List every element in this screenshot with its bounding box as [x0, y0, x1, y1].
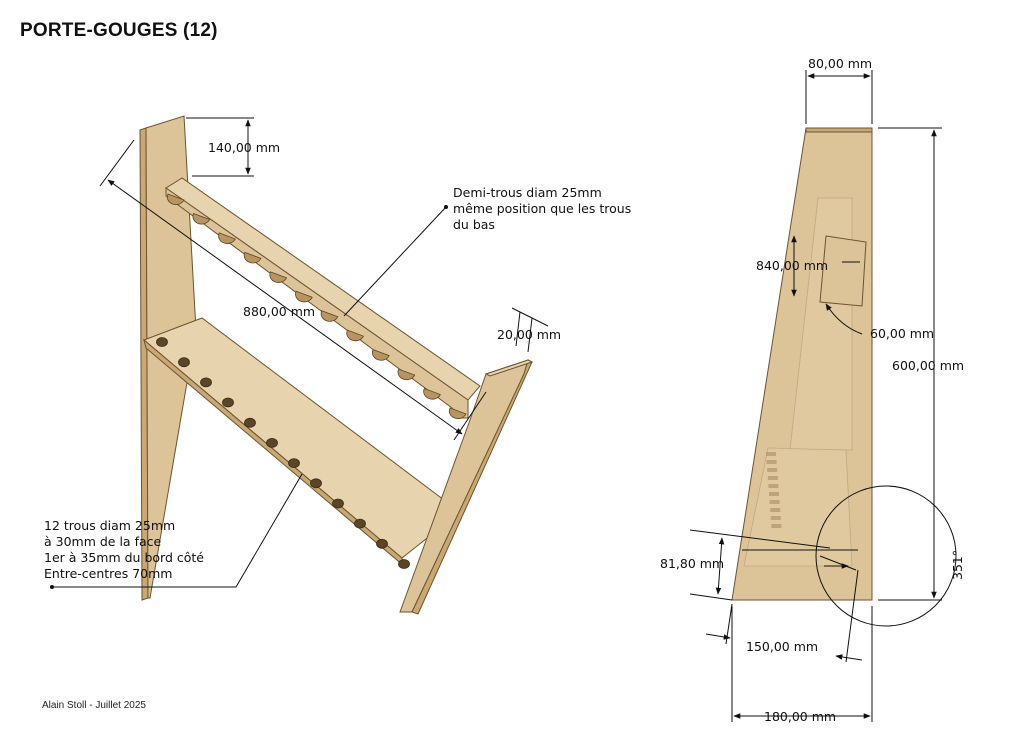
note-holes-line4: Entre-centres 70mm [44, 566, 172, 581]
dim-angle-label: 351° [950, 550, 965, 580]
angle-351: 351° [815, 485, 965, 627]
dim-840-label: 840,00 mm [756, 258, 828, 273]
dim-180: 180,00 mm [731, 606, 873, 724]
drawing-title: PORTE-GOUGES (12) [20, 20, 218, 41]
dim-600: 600,00 mm [878, 127, 964, 601]
ghost-hole [766, 460, 777, 464]
note-holes-line2: à 30mm de la face [44, 534, 162, 549]
dim-140-label: 140,00 mm [208, 140, 280, 155]
isometric-view: 140,00 mm 880,00 mm 20,00 mm Demi-trous … [44, 115, 631, 615]
bottom-hole [376, 538, 388, 549]
dim-81-80: 81,80 mm [660, 529, 831, 601]
ghost-holes [766, 452, 782, 528]
bottom-hole [398, 559, 410, 569]
note-holes: 12 trous diam 25mm à 30mm de la face 1er… [44, 473, 303, 589]
ghost-hole [769, 492, 779, 496]
rail-block [819, 235, 867, 307]
note-half-holes-line2: même position que les trous [453, 201, 631, 216]
note-holes-line3: 1er à 35mm du bord côté [44, 550, 204, 565]
bottom-hole [266, 437, 278, 448]
ghost-hole [771, 524, 782, 528]
note-holes-line1: 12 trous diam 25mm [44, 518, 175, 533]
dim-81-80-label: 81,80 mm [660, 556, 724, 571]
ghost-hole [767, 468, 778, 472]
note-half-holes: Demi-trous diam 25mm même position que l… [343, 185, 631, 317]
bottom-hole [310, 478, 322, 489]
dim-150: 150,00 mm [705, 569, 863, 663]
dim-150-label: 150,00 mm [746, 639, 818, 654]
bottom-hole [222, 397, 234, 408]
dim-60-label: 60,00 mm [870, 326, 934, 341]
ghost-hole [769, 500, 780, 504]
dim-880: 880,00 mm [99, 139, 487, 441]
bottom-hole [244, 417, 256, 428]
dim-80: 80,00 mm [805, 56, 873, 124]
ghost-hole [767, 476, 778, 480]
note-half-holes-line3: du bas [453, 217, 495, 232]
dim-840: 840,00 mm [756, 235, 860, 297]
dim-20-label: 20,00 mm [497, 327, 561, 342]
dim-60: 60,00 mm [825, 303, 934, 341]
ghost-hole [770, 508, 781, 512]
dim-880-label: 880,00 mm [243, 304, 315, 319]
bottom-hole [178, 357, 190, 368]
dim-600-label: 600,00 mm [892, 358, 964, 373]
ghost-hole [768, 484, 779, 488]
author-credit: Alain Stoll - Juillet 2025 [42, 700, 146, 711]
dim-140: 140,00 mm [186, 117, 280, 177]
bottom-hole [156, 337, 168, 347]
right-upright [399, 359, 534, 615]
bottom-hole [354, 518, 366, 529]
ghost-hole [770, 516, 781, 520]
ghost-hole [766, 452, 776, 456]
dim-180-label: 180,00 mm [764, 709, 836, 724]
note-half-holes-line1: Demi-trous diam 25mm [453, 185, 602, 200]
dim-80-label: 80,00 mm [808, 56, 872, 71]
side-view: 80,00 mm 600,00 mm 840,00 mm 60,00 mm 81… [660, 56, 965, 724]
bottom-hole [332, 498, 344, 509]
bottom-hole [200, 377, 212, 388]
bottom-hole [288, 458, 300, 469]
dim-20: 20,00 mm [497, 307, 561, 353]
